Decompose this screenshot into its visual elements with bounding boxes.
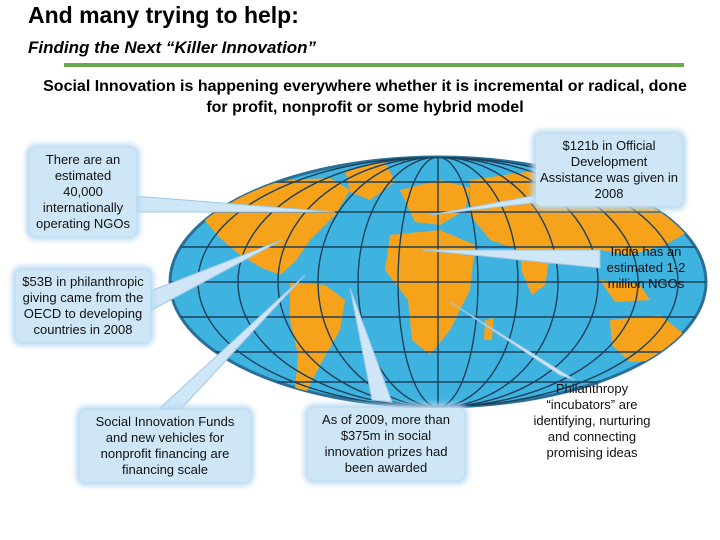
callout-prizes-text: As of 2009, more than $375m in social in… [322, 412, 450, 475]
callout-oda: $121b in Official Development Assistance… [536, 134, 682, 206]
callout-philanthropy-text: $53B in philanthropic giving came from t… [22, 274, 144, 337]
callout-oda-text: $121b in Official Development Assistance… [540, 138, 679, 201]
callout-funds: Social Innovation Funds and new vehicles… [80, 410, 250, 482]
callout-india: India has an estimated 1-2 million NGOs [596, 240, 696, 296]
callout-ngos-text: There are an estimated 40,000 internatio… [36, 152, 130, 231]
callout-prizes: As of 2009, more than $375m in social in… [308, 408, 464, 480]
divider-rule [64, 63, 684, 67]
callout-ngos: There are an estimated 40,000 internatio… [30, 148, 136, 236]
slide-subtitle: Finding the Next “Killer Innovation” [28, 38, 317, 57]
callout-incubators-text: Philanthropy “incubators” are identifyin… [533, 381, 651, 460]
callout-funds-text: Social Innovation Funds and new vehicles… [95, 414, 235, 477]
callout-incubators: Philanthropy “incubators” are identifyin… [520, 377, 664, 465]
intro-text: Social Innovation is happening everywher… [43, 78, 687, 116]
callout-india-text: India has an estimated 1-2 million NGOs [606, 244, 686, 291]
slide-title: And many trying to help: [28, 2, 299, 28]
callout-philanthropy: $53B in philanthropic giving came from t… [16, 270, 150, 342]
